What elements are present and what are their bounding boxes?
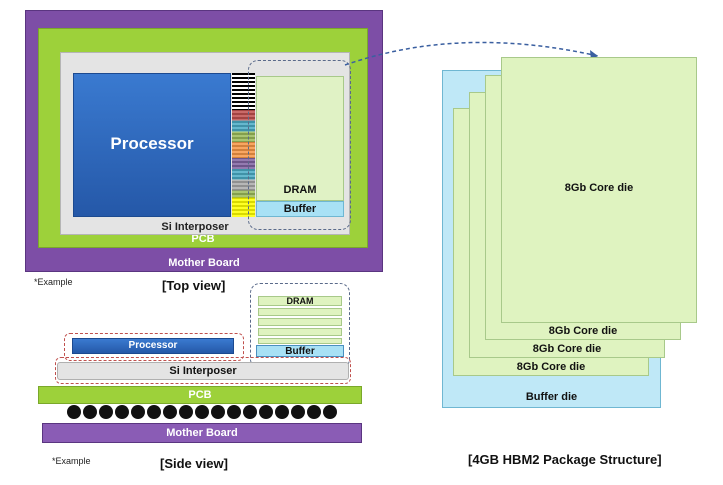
top-dram-label: DRAM — [283, 184, 317, 196]
hbm2-core-die-label: 8Gb Core die — [532, 343, 602, 355]
side-processor-label: Processor — [128, 340, 178, 351]
top-motherboard-label: Mother Board — [168, 257, 240, 269]
top-buffer: Buffer — [256, 201, 344, 217]
hbm2-buffer-die-label: Buffer die — [525, 391, 578, 403]
side-view-caption: [Side view] — [160, 456, 228, 471]
top-interconnect-colors — [232, 110, 255, 217]
side-processor-highlight — [64, 333, 244, 361]
hbm2-core-die-label: 8Gb Core die — [564, 182, 634, 194]
side-example-note: *Example — [52, 456, 91, 466]
side-processor: Processor — [72, 338, 234, 354]
top-pcb-label: PCB — [191, 233, 215, 245]
side-motherboard-label: Mother Board — [166, 427, 238, 439]
top-example-note: *Example — [34, 277, 73, 287]
top-processor-label: Processor — [110, 134, 194, 153]
top-interposer-label: Si Interposer — [161, 221, 229, 233]
hbm2-caption: [4GB HBM2 Package Structure] — [468, 452, 662, 467]
top-dram: DRAM — [256, 76, 344, 201]
hbm2-core-die-1: 8Gb Core die — [501, 57, 697, 323]
side-pcb: PCB — [38, 386, 362, 404]
side-buffer-label: Buffer — [285, 346, 315, 357]
hbm2-core-die-label: 8Gb Core die — [516, 361, 586, 373]
top-processor: Processor — [73, 73, 231, 217]
side-dram-stack: DRAM — [258, 296, 342, 344]
top-view-caption: [Top view] — [162, 278, 226, 293]
top-buffer-label: Buffer — [283, 203, 317, 215]
side-pcb-label: PCB — [188, 389, 212, 401]
side-solder-balls — [67, 405, 337, 419]
top-hbm-highlight — [248, 60, 351, 230]
side-interposer-label: Si Interposer — [169, 365, 237, 377]
hbm2-core-die-label: 8Gb Core die — [548, 325, 618, 337]
side-si-interposer: Si Interposer — [57, 362, 349, 380]
side-motherboard: Mother Board — [42, 423, 362, 443]
side-interposer-highlight — [55, 357, 351, 384]
side-dram-label: DRAM — [286, 296, 314, 306]
side-buffer: Buffer — [256, 345, 344, 357]
